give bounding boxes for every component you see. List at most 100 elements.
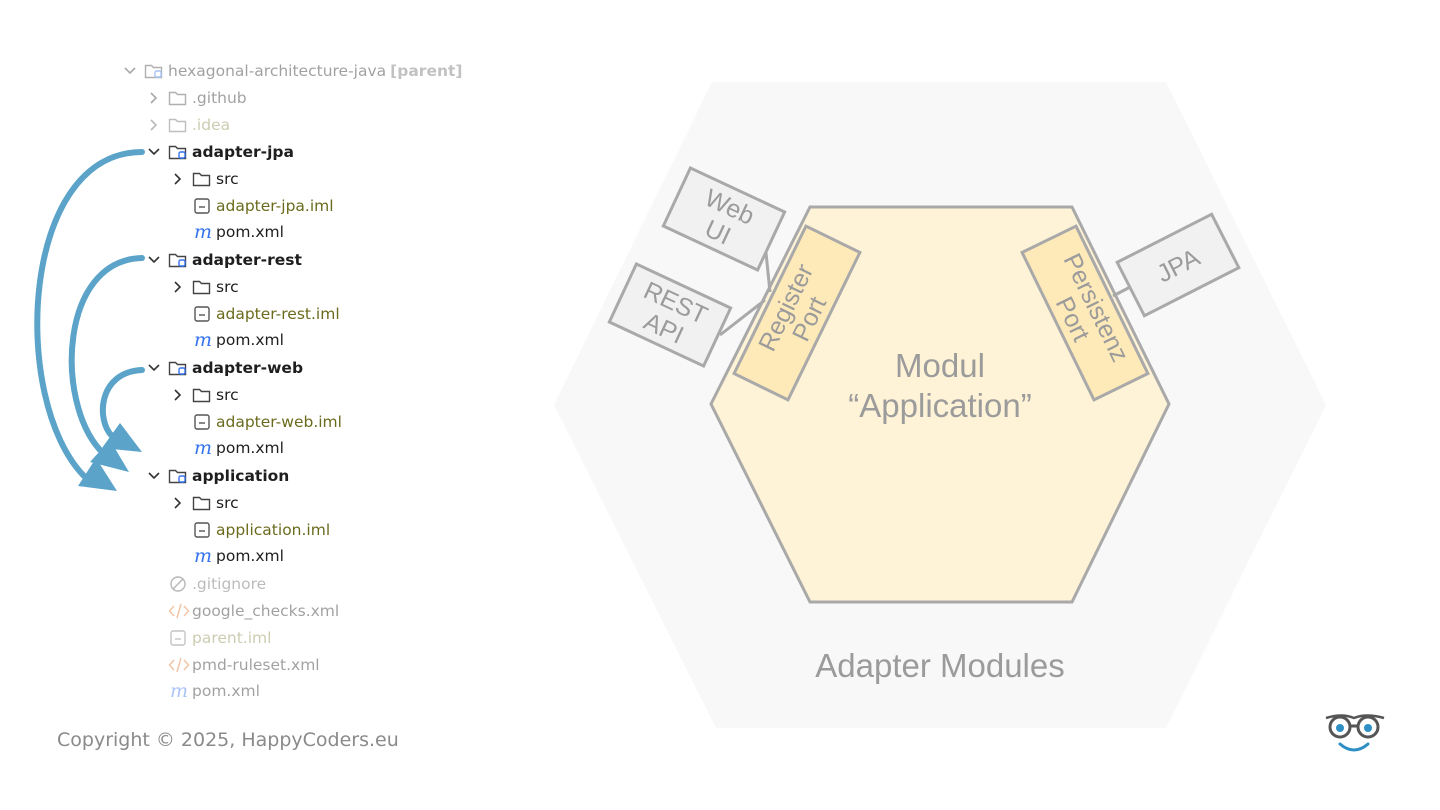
iml-file-icon bbox=[192, 412, 214, 432]
tree-item-label: pmd-ruleset.xml bbox=[192, 656, 320, 674]
tree-item-label: pom.xml bbox=[216, 547, 284, 565]
module-folder-icon bbox=[168, 142, 190, 162]
tree-item-src[interactable]: src bbox=[170, 166, 239, 192]
chevron-down-icon[interactable] bbox=[122, 67, 138, 75]
tree-item-iml[interactable]: adapter-web.iml bbox=[192, 409, 342, 435]
chevron-down-icon[interactable] bbox=[146, 472, 162, 480]
ignore-file-icon bbox=[168, 574, 190, 594]
tree-item-label: .gitignore bbox=[192, 575, 267, 593]
tree-item-iml[interactable]: application.iml bbox=[192, 517, 330, 543]
tree-item-root-pom[interactable]: m pom.xml bbox=[168, 678, 260, 704]
module-folder-icon bbox=[168, 466, 190, 486]
tree-item-label: adapter-jpa bbox=[192, 143, 294, 161]
chevron-right-icon[interactable] bbox=[170, 389, 186, 401]
tree-item-iml[interactable]: adapter-jpa.iml bbox=[192, 193, 334, 219]
tree-item-pom[interactable]: m pom.xml bbox=[192, 219, 284, 245]
happycoders-logo-icon bbox=[1325, 714, 1385, 752]
folder-icon bbox=[168, 88, 190, 108]
tree-item-pom[interactable]: m pom.xml bbox=[192, 435, 284, 461]
tree-item-label: .github bbox=[192, 89, 247, 107]
tree-item-label: adapter-jpa.iml bbox=[216, 197, 334, 215]
adapter-modules-label: Adapter Modules bbox=[815, 647, 1064, 684]
chevron-right-icon[interactable] bbox=[170, 281, 186, 293]
tree-item-label: parent.iml bbox=[192, 629, 272, 647]
project-tree: hexagonal-architecture-java [parent] .gi… bbox=[0, 0, 560, 720]
folder-icon bbox=[168, 115, 190, 135]
tree-item-github[interactable]: .github bbox=[146, 85, 247, 111]
iml-file-icon bbox=[192, 196, 214, 216]
arrow-adapter-rest bbox=[68, 255, 145, 453]
arrow-head-adapter-rest bbox=[90, 440, 129, 472]
tree-item-adapter-jpa[interactable]: adapter-jpa bbox=[146, 139, 294, 165]
tree-item-label: adapter-web bbox=[192, 359, 304, 377]
svg-text:m: m bbox=[170, 682, 188, 700]
tree-item-idea[interactable]: .idea bbox=[146, 112, 230, 138]
folder-icon bbox=[192, 493, 214, 513]
svg-text:m: m bbox=[194, 331, 212, 349]
tree-item-label: application.iml bbox=[216, 521, 331, 539]
tree-item-label: pom.xml bbox=[216, 223, 284, 241]
tree-item-parent-iml[interactable]: parent.iml bbox=[168, 625, 271, 651]
chevron-right-icon[interactable] bbox=[146, 119, 162, 131]
tree-root-tag: [parent] bbox=[390, 62, 463, 80]
folder-icon bbox=[192, 169, 214, 189]
svg-text:m: m bbox=[194, 547, 212, 565]
iml-file-icon bbox=[192, 304, 214, 324]
copyright-text: Copyright © 2025, HappyCoders.eu bbox=[57, 729, 399, 751]
jpa-box: JPA bbox=[1115, 212, 1241, 318]
arrow-adapter-jpa bbox=[34, 149, 145, 479]
tree-item-pom[interactable]: m pom.xml bbox=[192, 327, 284, 353]
maven-icon: m bbox=[192, 438, 214, 458]
tree-item-label: adapter-rest bbox=[192, 251, 302, 269]
chevron-right-icon[interactable] bbox=[146, 92, 162, 104]
tree-item-adapter-web[interactable]: adapter-web bbox=[146, 355, 303, 381]
tree-item-pmd-ruleset[interactable]: pmd-ruleset.xml bbox=[168, 652, 320, 678]
tree-item-src[interactable]: src bbox=[170, 490, 239, 516]
svg-text:m: m bbox=[194, 439, 212, 457]
iml-file-icon bbox=[192, 520, 214, 540]
tree-item-label: adapter-web.iml bbox=[216, 413, 342, 431]
arrow-adapter-web bbox=[99, 367, 145, 439]
module-folder-icon bbox=[168, 358, 190, 378]
tree-item-label: src bbox=[216, 386, 239, 404]
tree-item-iml[interactable]: adapter-rest.iml bbox=[192, 301, 340, 327]
dependency-arrows bbox=[34, 149, 145, 491]
tree-item-label: src bbox=[216, 278, 239, 296]
tree-item-label: src bbox=[216, 170, 239, 188]
arrow-head-adapter-web bbox=[102, 423, 142, 452]
module-folder-icon bbox=[168, 250, 190, 270]
tree-item-pom[interactable]: m pom.xml bbox=[192, 543, 284, 569]
tree-item-gitignore[interactable]: .gitignore bbox=[168, 571, 266, 597]
maven-icon: m bbox=[192, 546, 214, 566]
tree-item-label: .idea bbox=[192, 116, 231, 134]
chevron-down-icon[interactable] bbox=[146, 256, 162, 264]
svg-text:m: m bbox=[194, 223, 212, 241]
tree-item-label: src bbox=[216, 494, 239, 512]
tree-item-label: application bbox=[192, 467, 290, 485]
folder-icon bbox=[192, 385, 214, 405]
connector-rest-api bbox=[719, 298, 766, 337]
tree-item-src[interactable]: src bbox=[170, 382, 239, 408]
chevron-down-icon[interactable] bbox=[146, 364, 162, 372]
tree-item-label: adapter-rest.iml bbox=[216, 305, 340, 323]
module-folder-icon bbox=[144, 61, 166, 81]
xml-file-icon bbox=[168, 655, 190, 675]
tree-item-label: pom.xml bbox=[216, 331, 284, 349]
tree-item-google-checks[interactable]: google_checks.xml bbox=[168, 598, 339, 624]
module-label-line1: Modul bbox=[895, 347, 985, 384]
iml-file-icon bbox=[168, 628, 190, 648]
folder-icon bbox=[192, 277, 214, 297]
tree-item-label: google_checks.xml bbox=[192, 602, 340, 620]
module-label-line2: “Application” bbox=[848, 387, 1031, 424]
tree-item-src[interactable]: src bbox=[170, 274, 239, 300]
web-ui-box: Web UI bbox=[661, 166, 787, 272]
tree-item-label: pom.xml bbox=[192, 682, 260, 700]
tree-root-label: hexagonal-architecture-java bbox=[168, 62, 387, 80]
chevron-right-icon[interactable] bbox=[170, 497, 186, 509]
tree-item-application[interactable]: application bbox=[146, 463, 289, 489]
chevron-right-icon[interactable] bbox=[170, 173, 186, 185]
chevron-down-icon[interactable] bbox=[146, 148, 162, 156]
tree-root[interactable]: hexagonal-architecture-java [parent] bbox=[122, 58, 463, 84]
maven-icon: m bbox=[168, 681, 190, 701]
tree-item-adapter-rest[interactable]: adapter-rest bbox=[146, 247, 302, 273]
